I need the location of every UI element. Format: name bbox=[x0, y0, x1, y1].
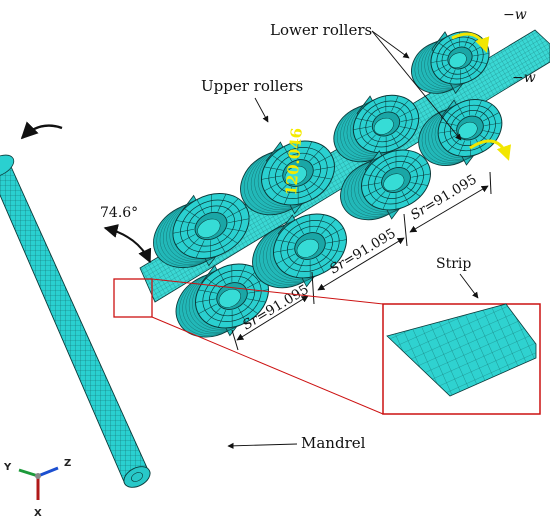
lower-rollers-label: Lower rollers bbox=[270, 21, 372, 39]
mandrel bbox=[0, 154, 151, 488]
lower-rollers-leader-2 bbox=[371, 30, 462, 141]
upper-roller-4 bbox=[411, 31, 490, 94]
strip-inset bbox=[382, 303, 541, 415]
mandrel-rotation-arrow bbox=[20, 121, 63, 140]
axis-z-label: Z bbox=[64, 458, 71, 469]
upper-rollers-label: Upper rollers bbox=[201, 77, 303, 95]
roller-rotation-arrow-right bbox=[469, 139, 512, 161]
lower-rollers-leader-1 bbox=[371, 30, 410, 59]
upper-roller-3 bbox=[333, 94, 420, 163]
omega-right-label: −w bbox=[512, 70, 536, 86]
coordinate-triad bbox=[18, 466, 59, 500]
mandrel-label: Mandrel bbox=[301, 434, 366, 452]
axis-y-label: Y bbox=[3, 462, 12, 473]
upper-rollers-leader bbox=[254, 97, 269, 123]
strip-leader bbox=[459, 273, 479, 299]
zoom-line-bottom bbox=[151, 316, 384, 415]
angle-label: 74.6° bbox=[100, 205, 138, 221]
upper-roller-1 bbox=[153, 193, 250, 269]
upper-roller-2 bbox=[240, 140, 335, 216]
angle-arc bbox=[103, 224, 152, 264]
strip-label: Strip bbox=[436, 256, 471, 272]
zoom-line-top bbox=[151, 278, 384, 305]
zoom-region-box bbox=[113, 278, 153, 318]
omega-top-label: −w bbox=[503, 7, 527, 23]
mandrel-leader bbox=[227, 442, 298, 449]
vertical-dimension: 120.046 bbox=[282, 127, 306, 196]
lower-roller-3 bbox=[340, 149, 431, 221]
axis-x-label: X bbox=[34, 508, 42, 519]
roller-rotation-arrow-top bbox=[451, 32, 490, 53]
sr-dimensions bbox=[231, 171, 492, 351]
